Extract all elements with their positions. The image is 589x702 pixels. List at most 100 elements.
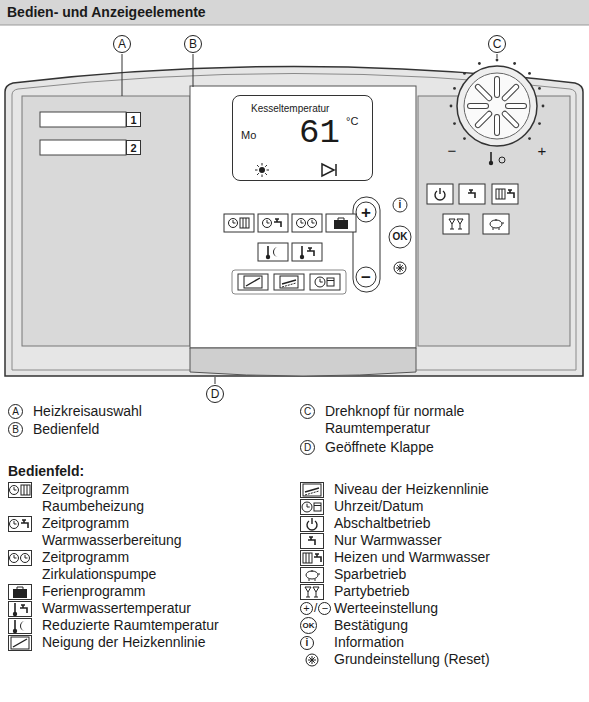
knob-grip [495,117,499,133]
sun-ray [257,165,259,167]
legend-text: Ferienprogramm [42,583,145,600]
panel-button [326,214,356,232]
curve-slope [246,278,260,286]
button-frame [238,274,268,290]
legend-icon [300,533,324,549]
callout-letter: D [300,440,315,455]
panel-button [492,184,518,204]
legend-row: Niveau der Heizkennlinie [300,481,490,498]
clock-face [308,219,317,228]
display-symbols [255,163,336,177]
legend-icon-symbol [13,603,27,616]
button-symbol [266,246,278,259]
thermometer-bulb [489,161,493,165]
room-temp-symbol [489,152,493,165]
legend-icon-symbol [11,637,29,649]
legend-icon-frame [9,550,32,565]
panel-button [258,214,288,232]
legend-row: Abschaltbetrieb [300,515,490,532]
button-frame [292,214,322,232]
curve-level [282,283,296,287]
radiator [303,553,312,563]
legend-symbol [300,566,334,583]
knob-grip [470,104,486,108]
opened-flap [190,348,416,376]
knob-grip [478,87,489,98]
legend-icon [300,499,324,515]
legend-row: Sparbetrieb [300,566,490,583]
sun-ray [267,170,270,171]
clock-hands [320,279,323,282]
thermometer [14,603,16,612]
thermometer-bulb [13,628,17,632]
clock-face [10,485,19,494]
knob-grip [495,79,499,95]
button-symbol [300,246,314,259]
button-symbol [244,276,262,288]
knob-grip [494,79,500,95]
knob-grip [470,103,486,109]
button-symbol [496,189,514,199]
suitcase [13,589,27,598]
scale-dot [538,87,541,90]
info-button [393,198,407,212]
radiator-rib [306,553,307,563]
panel-button [459,184,485,204]
sun-ray [257,173,259,175]
suitcase-handle [338,218,344,220]
callout-description: Bedienfeld [33,421,99,438]
minus-button [356,267,376,287]
callout-key-row: D Geöffnete Klappe [300,439,434,456]
legend-row: OKBestätigung [300,617,490,634]
button-symbol [468,190,475,198]
ok-button [389,226,411,248]
scale-dot [513,62,516,65]
panel-button [274,274,304,290]
clock-hands [14,487,16,490]
clock-face [315,277,325,287]
legend-text: Zeitprogramm Warmwasserbereitung [42,515,230,549]
clock-face [263,219,272,228]
legend-icon-frame [9,482,32,497]
callout-description: Drehknopf für normale Raumtemperatur [325,403,560,437]
legend-text: Warmwassertemperatur [42,600,191,617]
legend-icon-frame [9,601,32,616]
button-frame [274,274,304,290]
curve-slope [13,639,27,647]
tap [308,537,315,545]
sun-symbol [259,167,265,173]
clock-hands [307,503,310,506]
tap [314,554,321,562]
tap [20,605,27,613]
leader-line [215,377,216,384]
legend-icon-symbol [13,587,27,598]
button-group-frame [232,270,346,294]
selector-key-bar [40,140,126,155]
callout-letter: C [493,37,502,51]
legend-row: Reduzierte Raumtemperatur [8,617,230,634]
legend-icon-symbol [302,502,321,512]
legend-icon [300,567,324,583]
scale-dot [538,122,541,125]
callout-description: Geöffnete Klappe [325,439,434,456]
key-number: 2 [130,142,136,154]
legend-row: Partybetrieb [300,583,490,600]
legend-icon [8,516,32,532]
legend-icon-frame [301,584,324,599]
callout-letter: A [118,37,126,51]
scale-dot [528,137,531,140]
piggy-bank [306,571,318,579]
knob-rim [457,66,537,146]
legend-text: Zeitprogramm Raumbeheizung [42,481,230,515]
reset-ring [394,262,406,274]
party-glasses [449,219,463,229]
radiator-rib [243,218,244,228]
legend-symbol [300,583,334,600]
clock-face [10,519,19,528]
clock-hands [233,220,235,223]
legend-row: Grundeinstellung (Reset) [300,651,490,668]
button-frame [292,243,322,261]
button-frame [258,214,288,232]
callout-key-row: AHeizkreisauswahl [8,403,142,420]
callout-circle: A [113,35,131,53]
